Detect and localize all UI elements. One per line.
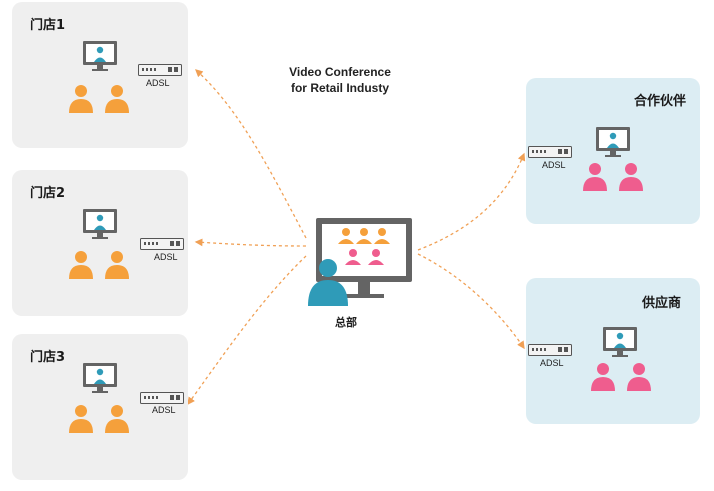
arrow-to-store-2	[194, 238, 307, 247]
monitor-icon	[83, 41, 117, 71]
person-icon	[69, 85, 129, 113]
store-panel-3: 门店3	[12, 334, 188, 480]
arrow-to-store-3	[187, 255, 307, 406]
monitor-icon	[596, 127, 630, 157]
adsl-label: ADSL	[542, 160, 566, 170]
partner-label: 合作伙伴	[634, 94, 687, 109]
adsl-router-icon	[138, 64, 182, 76]
monitor-icon	[83, 209, 117, 239]
supplier-label: 供应商	[642, 296, 682, 311]
monitor-icon	[603, 327, 637, 357]
person-icon	[591, 363, 651, 391]
hq-label: 总部	[335, 316, 357, 329]
title-line-2: for Retail Industy	[290, 81, 389, 95]
store-2-label: 门店2	[30, 186, 66, 201]
title-line-1: Video Conference	[289, 65, 391, 79]
adsl-label: ADSL	[152, 405, 176, 415]
person-icon	[69, 251, 129, 279]
store-1-label: 门店1	[30, 18, 66, 33]
diagram-title: Video Conference for Retail Industy	[240, 64, 440, 96]
adsl-label: ADSL	[540, 358, 564, 368]
adsl-router-icon	[140, 392, 184, 404]
store-3-label: 门店3	[30, 350, 66, 365]
person-icon	[583, 163, 643, 191]
adsl-label: ADSL	[154, 252, 178, 262]
arrow-to-supplier	[417, 253, 525, 350]
adsl-label: ADSL	[146, 78, 170, 88]
adsl-router-icon	[528, 344, 572, 356]
adsl-router-icon	[528, 146, 572, 158]
hq-monitor-icon	[308, 218, 412, 306]
adsl-router-icon	[140, 238, 184, 250]
person-icon	[69, 405, 129, 433]
monitor-icon	[83, 363, 117, 393]
arrow-to-partner	[417, 152, 526, 251]
